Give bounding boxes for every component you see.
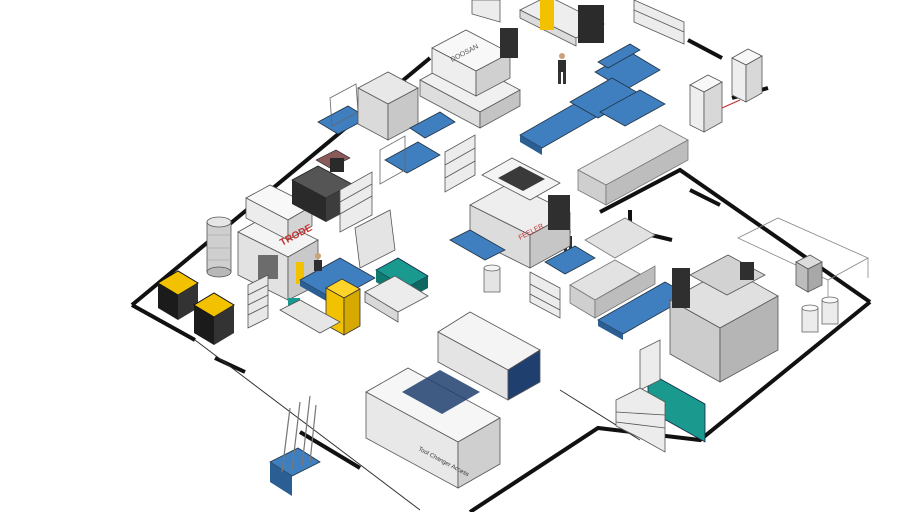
shelf-rack-west[interactable]	[339, 171, 396, 269]
grey-box-right[interactable]	[795, 254, 823, 293]
machine-grey-right[interactable]	[669, 254, 779, 383]
shelf-rack-bottom[interactable]	[615, 387, 666, 453]
drum-center[interactable]	[483, 264, 501, 293]
cylinder-tank[interactable]	[206, 216, 232, 278]
wall-east-inner2	[689, 188, 721, 207]
worker-figure-left	[314, 253, 322, 271]
shelf-rack-trode[interactable]	[247, 274, 269, 329]
wall-west	[131, 303, 196, 342]
yellow-bin-2[interactable]	[193, 292, 235, 345]
wall-south-west-2	[298, 430, 362, 470]
shelf-rack-top[interactable]	[471, 0, 685, 45]
workbench-blue-center[interactable]	[379, 111, 456, 185]
workbench-blue-center2[interactable]	[449, 229, 596, 275]
machine-top-center[interactable]	[519, 0, 605, 47]
machine-tool-changer[interactable]: Tool Changer Access	[365, 311, 541, 489]
material-cart[interactable]	[269, 395, 321, 496]
machine-doosan[interactable]: DOOSAN	[419, 28, 521, 129]
workbench-blue-topright[interactable]	[519, 43, 666, 155]
grey-long-machine[interactable]	[577, 124, 689, 206]
worker-figure-top	[558, 53, 566, 84]
machine-feeler[interactable]: FEELER	[469, 157, 571, 269]
drums-right[interactable]	[801, 296, 839, 333]
yellow-bin-1[interactable]	[157, 270, 199, 320]
shelf-rack-center2[interactable]	[529, 271, 561, 319]
floor-line-south	[194, 339, 421, 511]
wall-north-east	[687, 38, 723, 60]
grey-cabinet-topleft[interactable]	[357, 71, 419, 141]
grey-l-bench[interactable]	[569, 217, 656, 319]
shelf-rack-center[interactable]	[444, 134, 476, 193]
white-cabinets-right[interactable]	[689, 48, 763, 133]
bench-grey-left[interactable]	[279, 275, 429, 334]
wall-south-west-1	[214, 356, 246, 374]
